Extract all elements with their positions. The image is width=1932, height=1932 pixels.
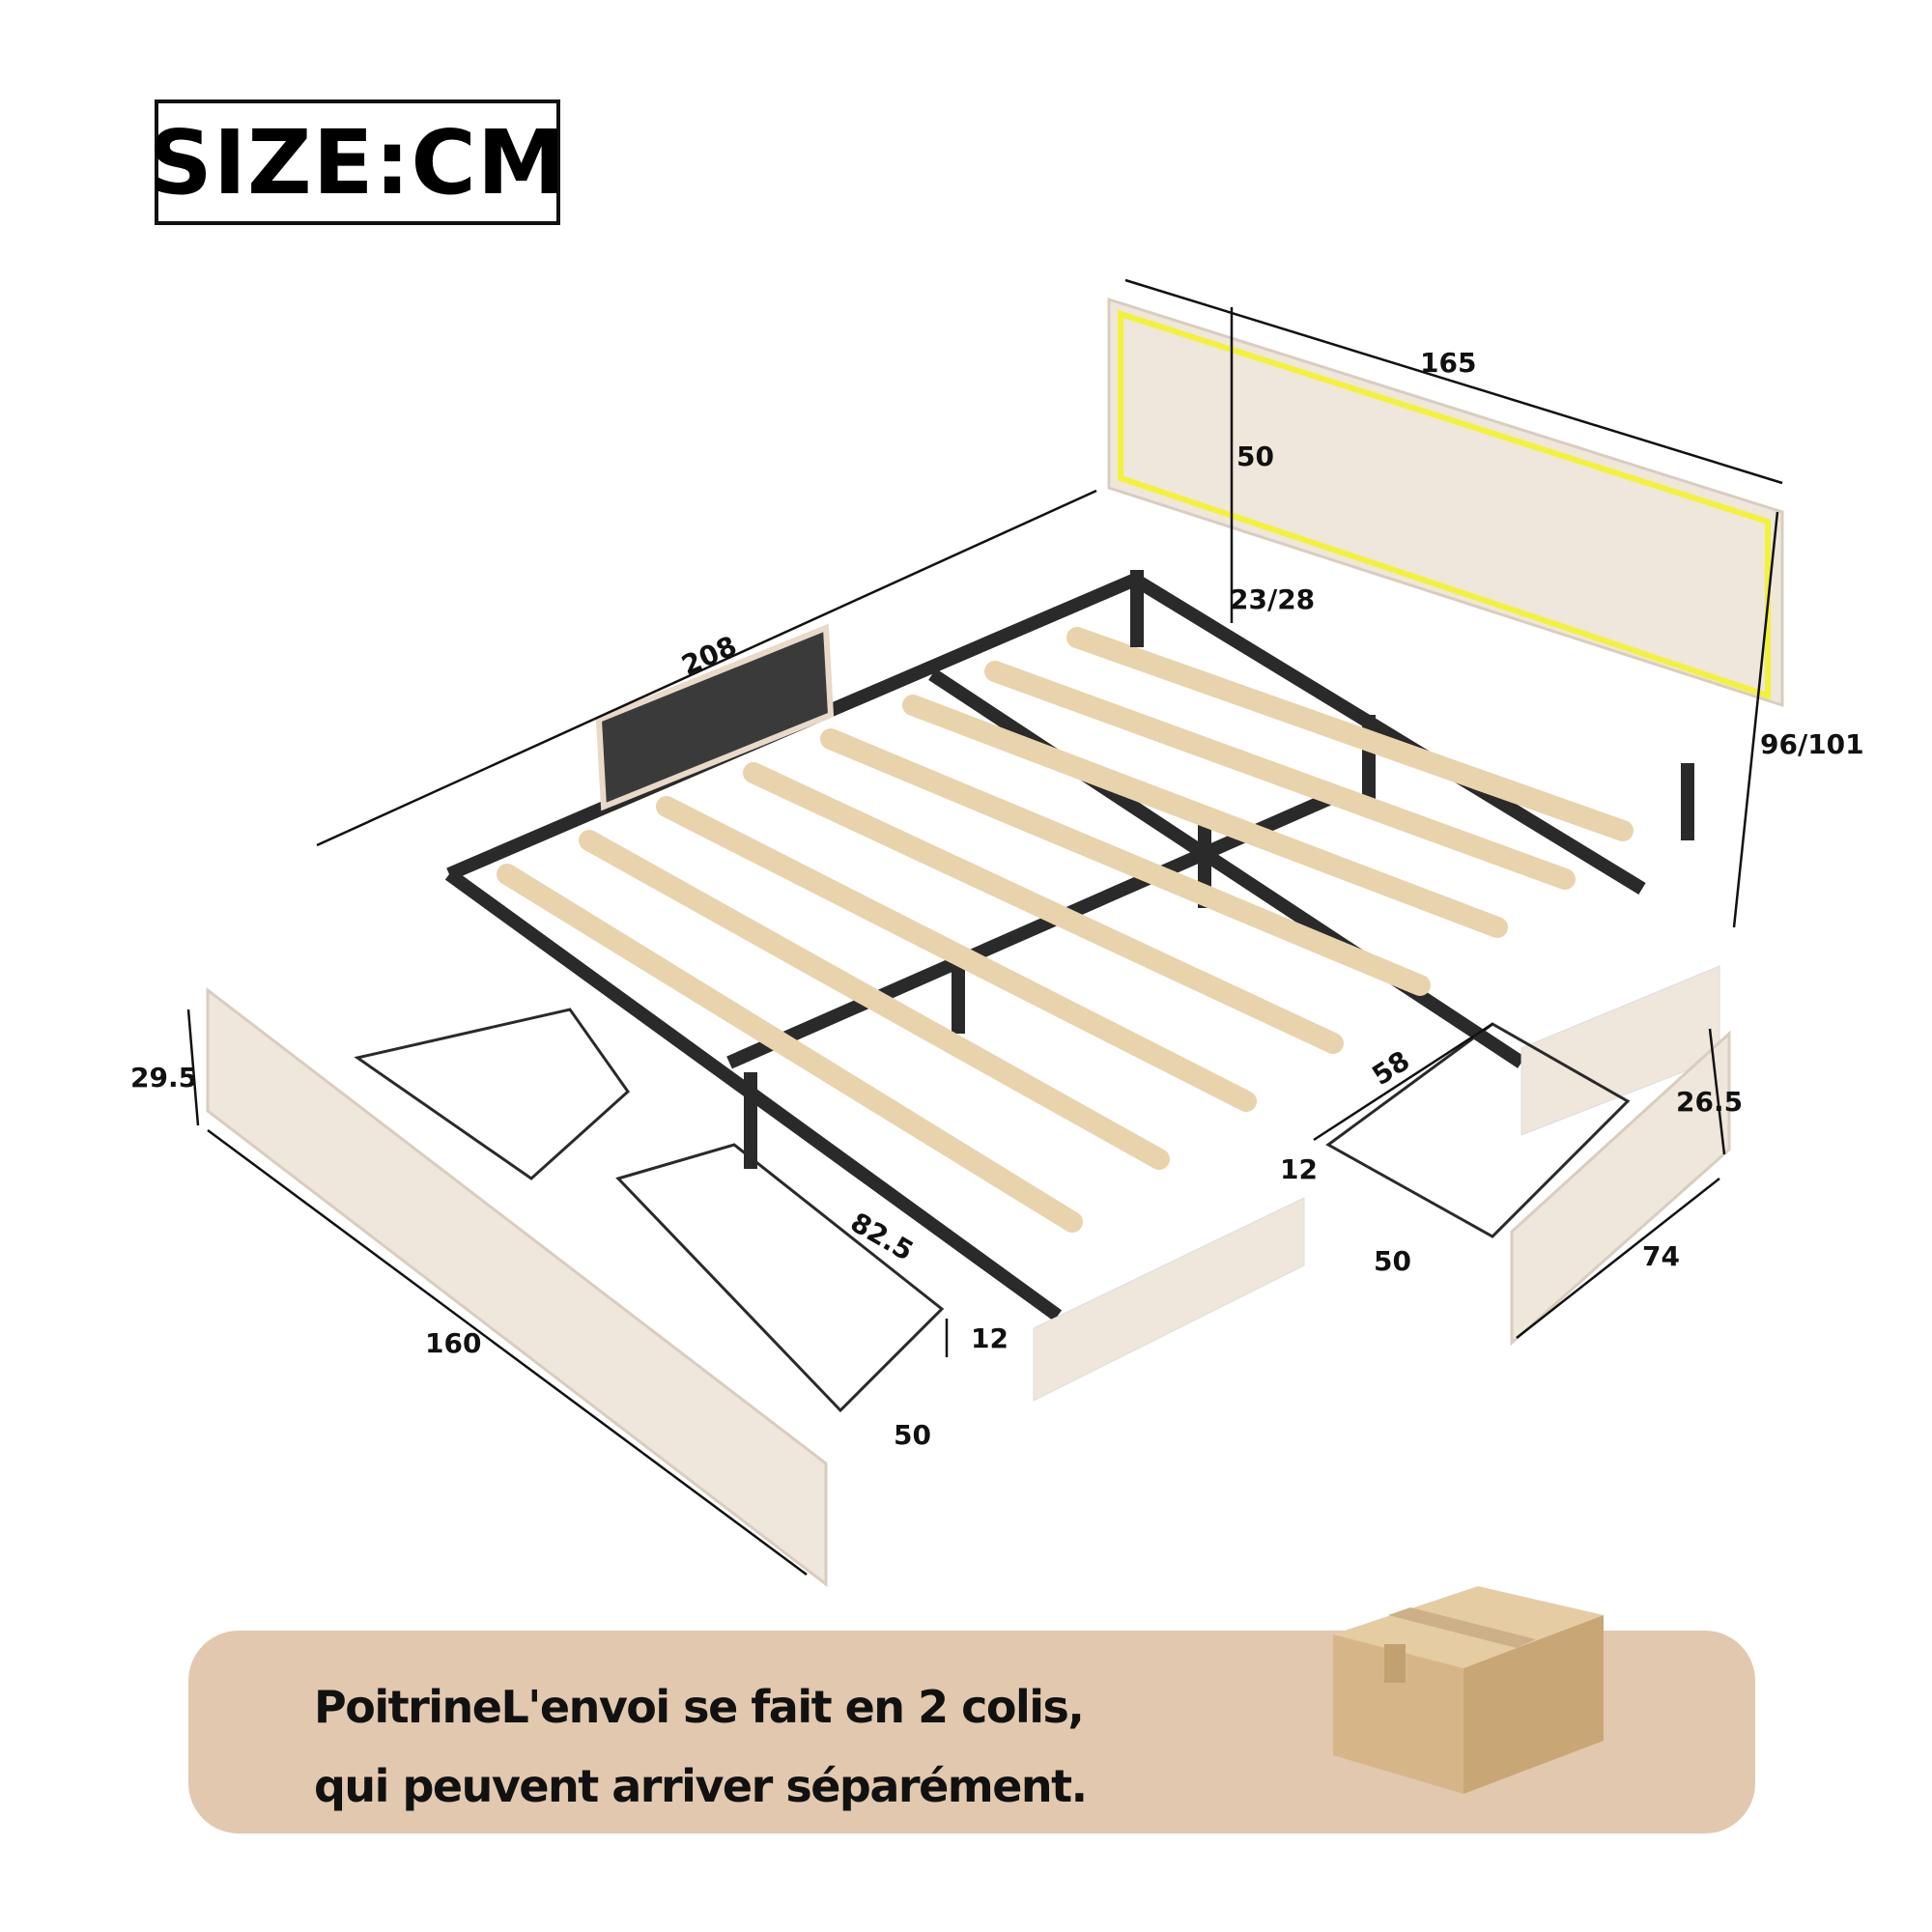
dim-leg-clearance: 23/28 bbox=[1230, 583, 1315, 615]
dimension-lines bbox=[186, 278, 1783, 1577]
dim-right-front-length: 74 bbox=[1642, 1240, 1680, 1272]
rear-panel bbox=[595, 623, 835, 811]
right-basket bbox=[1325, 1022, 1631, 1238]
headboard bbox=[1107, 297, 1784, 840]
left-baskets bbox=[354, 1008, 945, 1413]
dim-left-basket-width: 50 bbox=[894, 1419, 931, 1451]
dim-headboard-height: 50 bbox=[1236, 440, 1274, 472]
shipping-notice-banner: PoitrineL'envoi se fait en 2 colis, qui … bbox=[188, 1586, 1755, 1833]
size-unit-label: SIZE:CM bbox=[149, 99, 565, 225]
dim-left-front-height: 29.5 bbox=[130, 1062, 197, 1094]
dim-left-basket-height: 12 bbox=[971, 1322, 1009, 1354]
shipping-notice-line-2: qui peuvent arriver séparément. bbox=[314, 1760, 1088, 1812]
size-unit-text: SIZE:CM bbox=[148, 110, 567, 214]
dim-right-front-height: 26.5 bbox=[1676, 1086, 1743, 1118]
dim-left-basket-length: 82.5 bbox=[845, 1207, 919, 1267]
dim-right-basket-width: 50 bbox=[1374, 1245, 1411, 1277]
left-side-panel bbox=[1033, 1197, 1305, 1402]
dim-left-front-length: 160 bbox=[425, 1327, 481, 1359]
dim-right-basket-height: 12 bbox=[1280, 1153, 1318, 1185]
dim-total-height: 96/101 bbox=[1760, 728, 1864, 760]
shipping-notice-line-1: PoitrineL'envoi se fait en 2 colis, bbox=[314, 1681, 1085, 1733]
cardboard-box-icon bbox=[1333, 1586, 1604, 1794]
right-drawer-front bbox=[1510, 1030, 1731, 1347]
shipping-notice-text: PoitrineL'envoi se fait en 2 colis, qui … bbox=[314, 1667, 1088, 1826]
dim-headboard-width: 165 bbox=[1420, 347, 1476, 379]
bed-slats bbox=[497, 627, 1634, 1233]
left-drawer-front bbox=[206, 986, 828, 1588]
